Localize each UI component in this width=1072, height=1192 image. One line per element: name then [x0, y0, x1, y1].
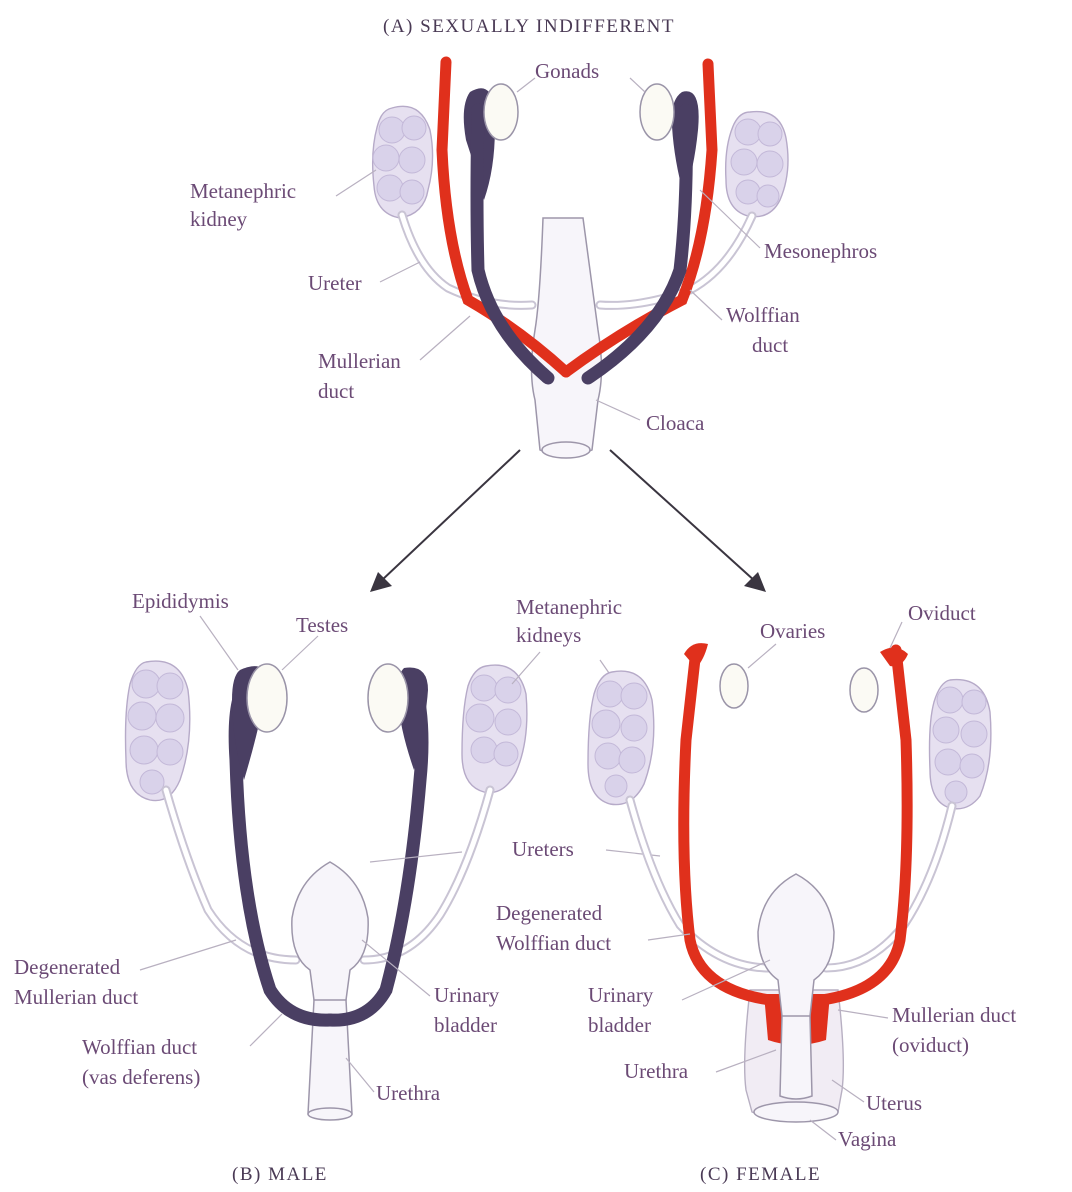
panel-b-title: (B) MALE	[232, 1164, 328, 1185]
label-urinary-bladder-male: Urinary	[434, 983, 500, 1007]
label-epididymis: Epididymis	[132, 589, 229, 613]
label-urinary-bladder-male-2: bladder	[434, 1013, 497, 1037]
ovary-right	[850, 668, 878, 712]
label-vagina: Vagina	[838, 1127, 897, 1151]
wolffian-duct-right	[588, 110, 686, 378]
label-ureter: Ureter	[308, 271, 362, 295]
label-urinary-bladder-female-2: bladder	[588, 1013, 651, 1037]
label-mullerian-duct-oviduct-2: (oviduct)	[892, 1033, 969, 1057]
arrow-to-male	[380, 450, 520, 582]
urethra-male-opening	[308, 1108, 352, 1120]
cloaca-opening	[542, 442, 590, 458]
label-urethra-female: Urethra	[624, 1059, 689, 1083]
label-degenerated-mullerian-duct: Degenerated	[14, 955, 121, 979]
label-wolffian-duct: Wolffian	[726, 303, 800, 327]
label-ureters: Ureters	[512, 837, 574, 861]
label-metanephric-kidney: Metanephric	[190, 179, 296, 203]
panel-c: (C) FEMALE	[496, 601, 1016, 1185]
label-metanephric-kidneys: Metanephric	[516, 595, 622, 619]
label-urethra-male: Urethra	[376, 1081, 441, 1105]
label-wolffian-duct-vas-2: (vas deferens)	[82, 1065, 200, 1089]
ovary-left	[720, 664, 748, 708]
label-oviduct: Oviduct	[908, 601, 976, 625]
vagina-opening	[754, 1102, 838, 1122]
metanephric-kidney-female-left	[588, 671, 654, 804]
testis-right	[368, 664, 408, 732]
metanephric-kidney-female-right	[930, 680, 991, 809]
label-mesonephros: Mesonephros	[764, 239, 877, 263]
panel-a: (A) SEXUALLY INDIFFERENT	[190, 16, 877, 458]
transition-arrows	[370, 450, 766, 592]
fimbria-left	[684, 643, 708, 668]
urethra-female	[780, 1016, 812, 1099]
label-cloaca: Cloaca	[646, 411, 705, 435]
label-mullerian-duct-oviduct: Mullerian duct	[892, 1003, 1016, 1027]
fimbria-right	[880, 647, 908, 666]
panel-c-title: (C) FEMALE	[700, 1164, 821, 1185]
metanephric-kidney-left	[373, 106, 433, 218]
metanephric-kidney-male-right	[462, 665, 527, 792]
label-degenerated-mullerian-duct-2: Mullerian duct	[14, 985, 138, 1009]
gonad-right	[640, 84, 674, 140]
urinary-bladder-male	[292, 862, 368, 1005]
label-degenerated-wolffian-duct-2: Wolffian duct	[496, 931, 611, 955]
label-testes: Testes	[296, 613, 348, 637]
label-urinary-bladder-female: Urinary	[588, 983, 654, 1007]
panel-b: (B) MALE	[14, 589, 527, 1185]
label-mullerian-duct-2: duct	[318, 379, 354, 403]
arrow-to-female	[610, 450, 756, 582]
label-metanephric-kidneys-2: kidneys	[516, 623, 581, 647]
label-degenerated-wolffian-duct: Degenerated	[496, 901, 603, 925]
label-wolffian-duct-vas: Wolffian duct	[82, 1035, 197, 1059]
metanephric-kidney-right	[726, 112, 788, 217]
metanephric-kidney-male-left	[126, 661, 190, 800]
gonad-left	[484, 84, 518, 140]
label-wolffian-duct-2: duct	[752, 333, 788, 357]
label-gonads: Gonads	[535, 59, 599, 83]
label-metanephric-kidney-2: kidney	[190, 207, 248, 231]
panel-a-title: (A) SEXUALLY INDIFFERENT	[383, 16, 675, 37]
label-mullerian-duct: Mullerian	[318, 349, 401, 373]
cloaca	[532, 218, 602, 456]
testis-left	[247, 664, 287, 732]
label-ovaries: Ovaries	[760, 619, 825, 643]
label-uterus: Uterus	[866, 1091, 922, 1115]
